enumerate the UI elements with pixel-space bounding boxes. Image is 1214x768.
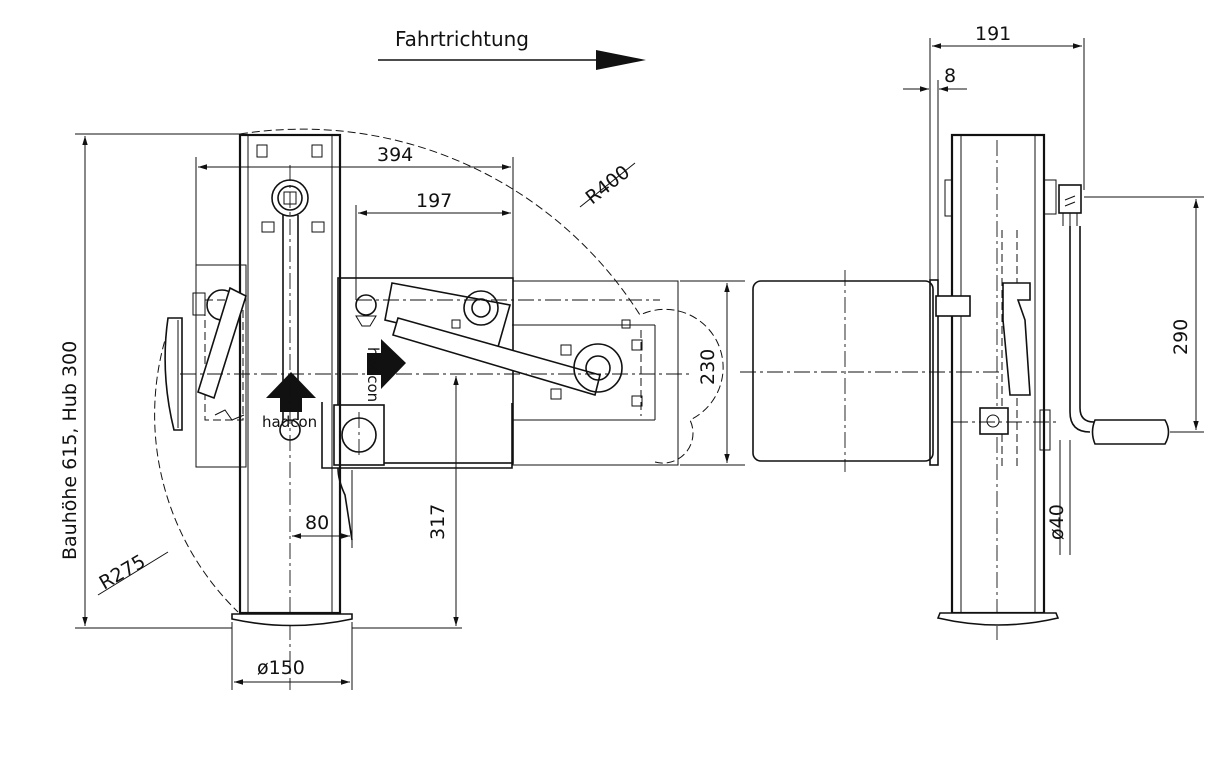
dim-8: 8 [944,65,956,87]
dim-290: 290 [1170,319,1192,355]
direction-indicator: Fahrtrichtung [378,27,646,70]
dim-317: 317 [427,504,449,540]
hadcon-logo-icon [266,339,406,412]
front-view: hadcon hadcon 394 197 R400 230 317 80 [59,128,745,690]
dim-r400: R400 [582,161,635,209]
dim-230: 230 [697,349,719,385]
dim-r275: R275 [96,551,150,595]
dim-191: 191 [975,23,1011,45]
dim-dia40: ø40 [1046,504,1068,540]
dim-height: Bauhöhe 615, Hub 300 [59,341,81,560]
dim-dia150: ø150 [257,657,305,679]
dim-197: 197 [416,190,452,212]
dim-80: 80 [305,512,329,534]
dim-394: 394 [377,144,413,166]
direction-label: Fahrtrichtung [395,27,529,51]
logo-text-bracket: hadcon [364,347,382,402]
direction-arrow-icon [596,50,646,70]
side-view: 191 8 290 ø40 [740,23,1204,640]
